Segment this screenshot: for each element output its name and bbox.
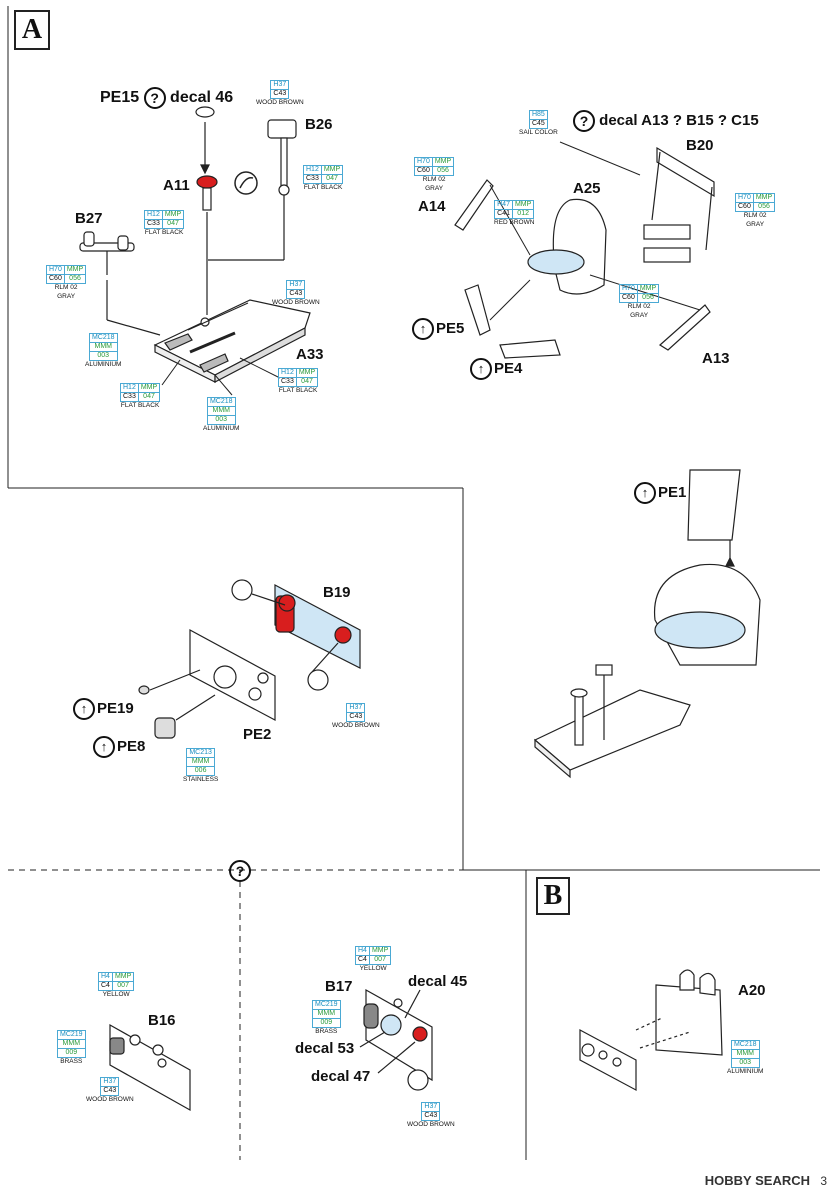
control-column-a11 [195, 106, 218, 315]
question-icon: ? [573, 110, 595, 132]
instrument-panel-b19 [138, 579, 361, 739]
label-pe2: PE2 [243, 726, 272, 743]
step-b-marker: B [536, 877, 570, 915]
label-a25: A25 [573, 180, 601, 197]
flip-icon: ↑ [412, 318, 434, 340]
label-b27: B27 [75, 210, 103, 227]
leader-lines-a [161, 302, 281, 396]
flip-icon: ↑ [470, 358, 492, 380]
label-pe15: PE15 ? decal 46 [100, 87, 233, 109]
seat-assembly-top [454, 146, 715, 359]
label-b17: B17 [325, 978, 353, 995]
seat-assembled [533, 469, 761, 779]
label-pe5: ↑PE5 [412, 318, 464, 340]
panel-borders [7, 6, 820, 1160]
label-a11: A11 [163, 177, 190, 194]
question-icon: ? [229, 860, 251, 882]
label-b20: B20 [686, 137, 714, 154]
floor-a33 [153, 299, 311, 383]
flip-icon: ↑ [73, 698, 95, 720]
label-decal47: decal 47 [311, 1068, 371, 1085]
page-number: 3 [820, 1174, 827, 1188]
decal-icons [234, 171, 258, 195]
part-b27 [79, 231, 161, 336]
label-a13: A13 [702, 350, 730, 367]
label-b19: B19 [323, 584, 351, 601]
label-question-bottom: ? [229, 860, 251, 882]
panel-b17 [359, 988, 433, 1091]
watermark: HOBBY SEARCH [704, 1173, 810, 1188]
label-pe19: ↑PE19 [73, 698, 134, 720]
label-decal-a13: ? decal A13 ? B15 ? C15 [573, 110, 759, 132]
label-b26: B26 [305, 116, 333, 133]
question-icon: ? [143, 87, 166, 109]
flip-icon: ↑ [93, 736, 115, 758]
panel-a20 [579, 969, 723, 1092]
label-b16: B16 [148, 1012, 176, 1029]
part-b26 [208, 119, 297, 261]
flip-icon: ↑ [634, 482, 656, 504]
label-pe4: ↑PE4 [470, 358, 522, 380]
label-a14: A14 [418, 198, 446, 215]
panel-b16 [109, 1023, 191, 1112]
label-a20: A20 [738, 982, 766, 999]
label-decal53: decal 53 [295, 1040, 355, 1057]
label-pe8: ↑PE8 [93, 736, 145, 758]
label-decal45: decal 45 [408, 973, 468, 990]
label-a33: A33 [296, 346, 324, 363]
step-a-marker: A [14, 10, 50, 50]
label-pe1: ↑PE1 [634, 482, 686, 504]
